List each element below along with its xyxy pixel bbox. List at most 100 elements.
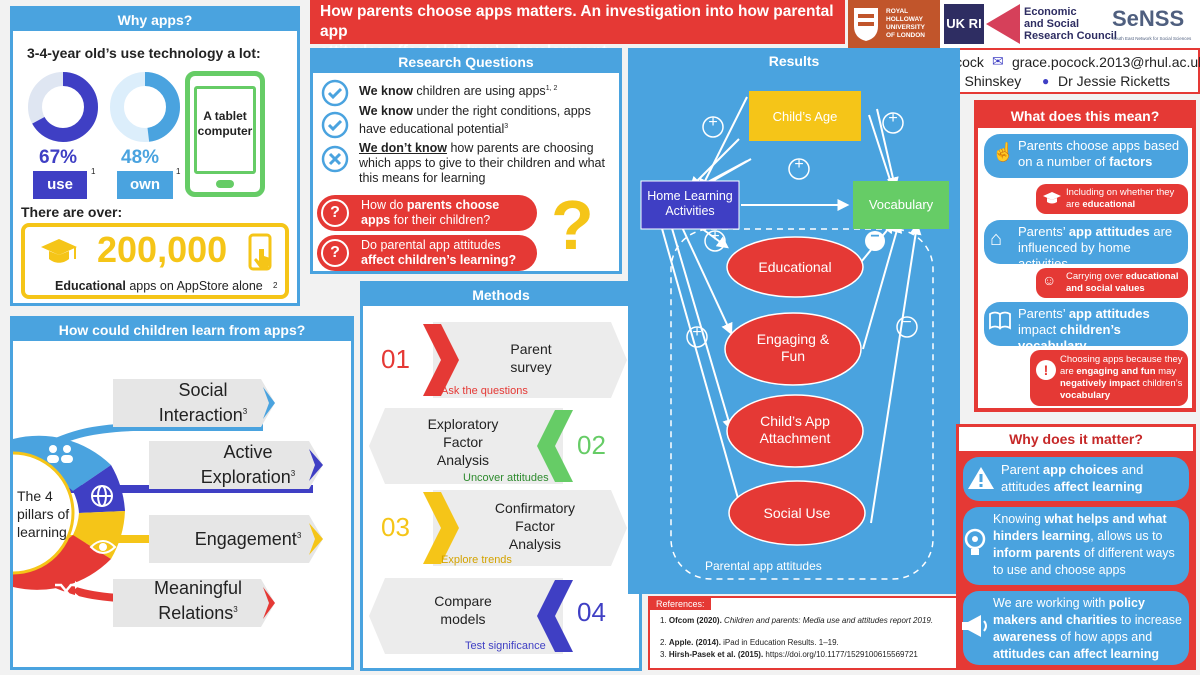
methods-chevrons: [369, 322, 627, 654]
pillar-social-interaction: Social Interaction3: [158, 380, 248, 425]
eye-icon: [89, 540, 117, 554]
reference-3: 3. Hirsh-Pasek et al. (2015). https://do…: [660, 650, 918, 659]
minus-sign: −: [870, 228, 880, 245]
node-educational: Educational: [758, 259, 832, 275]
meaning-block-2: Parents’ app attitudes are influenced by…: [984, 220, 1188, 271]
step-03-number: 03: [381, 512, 410, 542]
step-02-label: Exploratory Factor Analysis: [427, 416, 499, 468]
use-label: use: [33, 171, 87, 199]
matter-title: Why does it matter?: [959, 427, 1193, 451]
apps-count: 200,000: [97, 229, 228, 270]
apps-caption: Educational apps on AppStore alone: [55, 279, 263, 293]
own-label: own: [117, 171, 173, 199]
node-app-attachment: Child’s App Attachment: [759, 413, 831, 446]
rq-item-3: We don’t know how parents are choosing w…: [359, 141, 605, 185]
research-questions-panel: Research Questions We know children are …: [310, 48, 622, 274]
matter-panel: Why does it matter? Parent app choices a…: [956, 424, 1196, 670]
senss-logo: SeNSS: [1112, 6, 1185, 31]
home-icon: ⌂: [990, 228, 1003, 250]
author-ricketts: Dr Jessie Ricketts: [1058, 73, 1171, 89]
step-04-sub: Test significance: [465, 640, 546, 652]
plus-sign: +: [708, 114, 718, 131]
methods-title: Methods: [363, 284, 639, 306]
node-childs-age: Child’s Age: [772, 109, 838, 124]
step-02-sub: Uncover attitudes: [463, 472, 549, 484]
minus-sign: −: [902, 314, 912, 331]
tap-phone-icon: [248, 233, 272, 271]
use-percent: 67%: [39, 147, 78, 168]
email-icon: ✉: [992, 53, 1004, 69]
matter-block-3: We are working with policy makers and ch…: [963, 591, 1189, 665]
meaning-sub-2: Carrying over educational and social val…: [1036, 268, 1188, 298]
parental-attitudes-label: Parental app attitudes: [705, 559, 822, 573]
plus-sign: +: [710, 228, 720, 245]
pillars-center-label: The 4 pillars of learning: [17, 488, 70, 540]
check-circle-icon: [321, 79, 349, 107]
node-engaging-fun: Engaging & Fun: [756, 331, 830, 364]
author-email[interactable]: grace.pocock.2013@rhul.ac.uk: [1012, 54, 1200, 70]
check-circle-icon: [321, 111, 349, 139]
own-donut-icon: [110, 72, 180, 142]
step-04-number: 04: [577, 597, 606, 627]
pillar-meaningful-relations: Meaningful Relations3: [153, 578, 243, 623]
meaning-title: What does this mean?: [978, 104, 1192, 128]
ref-1a: 1: [91, 167, 96, 176]
meaning-block-1: Parents choose apps based on a number of…: [984, 134, 1188, 178]
people-icon: [47, 445, 73, 463]
meaning-sub-1: Including on whether they are educationa…: [1036, 184, 1188, 214]
globe-icon: [91, 485, 113, 507]
question-icon: ?: [321, 239, 349, 267]
poster-title-banner: How parents choose apps matters. An inve…: [310, 0, 845, 60]
step-01-label: Parent survey: [510, 341, 552, 375]
rq-item-2: We know under the right conditions, apps…: [359, 104, 591, 137]
meaning-block-3: Parents’ app attitudes impact children’s…: [984, 302, 1188, 353]
results-title: Results: [768, 53, 820, 69]
esrc-mark-icon: [986, 4, 1020, 44]
rq-item-1: We know children are using apps1, 2: [359, 84, 558, 99]
logo-strip: ROYAL HOLLOWAY UNIVERSITY OF LONDON UK R…: [848, 0, 1200, 48]
megaphone-icon: [962, 615, 987, 637]
why-apps-panel: Why apps? 3-4-year old’s use technology …: [10, 6, 300, 306]
esrc-logo-text: Economic and Social Research Council: [1024, 6, 1117, 42]
tablet-icon: [185, 71, 265, 197]
question-icon: ?: [321, 199, 349, 227]
exclamation-icon: !: [1036, 360, 1056, 380]
node-social-use: Social Use: [763, 505, 831, 521]
results-panel: Results + + + + −: [628, 48, 960, 594]
big-question-mark-icon: ?: [551, 186, 594, 264]
plus-sign: +: [888, 110, 898, 127]
meaning-panel: What does this mean? Parents choose apps…: [974, 100, 1196, 412]
cross-circle-icon: [321, 145, 349, 173]
ukri-logo: UK RI: [944, 4, 984, 44]
node-home-learning: Home Learning Activities: [647, 189, 733, 218]
people-icon: ☺: [1042, 272, 1057, 288]
reference-1: 1. Ofcom (2020). Children and parents: M…: [660, 616, 934, 625]
pillar-engagement: Engagement3: [194, 529, 302, 549]
why-apps-title: Why apps?: [13, 9, 297, 31]
reference-2: 2. Apple. (2014). iPad in Education Resu…: [660, 638, 839, 647]
plus-sign: +: [692, 324, 702, 341]
book-icon: [989, 311, 1011, 330]
references-box: References: 1. Ofcom (2020). Children an…: [648, 596, 960, 670]
tap-hand-icon: ☝: [992, 142, 1015, 162]
question-2-box: Do parental app attitudes affect childre…: [317, 235, 537, 271]
tablet-label: A tablet computer: [197, 109, 253, 138]
apps-count-box: 200,000 Educational apps on AppStore alo…: [21, 223, 289, 299]
question-1-box: How do parents choose apps for their chi…: [317, 195, 537, 231]
ref-2: 2: [273, 281, 278, 290]
title-line-1: How parents choose apps matters. An inve…: [320, 3, 834, 40]
over-text: There are over:: [21, 204, 123, 220]
learn-title: How could children learn from apps?: [13, 319, 351, 341]
meaning-sub-3: Choosing apps because they are engaging …: [1030, 350, 1188, 406]
lightbulb-gear-icon: [964, 528, 986, 555]
crest-icon: [854, 8, 878, 41]
graduation-cap-icon: [1043, 192, 1061, 204]
learn-panel: How could children learn from apps? The …: [10, 316, 354, 670]
plus-sign: +: [794, 156, 804, 173]
warning-icon: [968, 467, 994, 489]
step-01-sub: Ask the questions: [441, 385, 528, 397]
caption-rest: apps on AppStore alone: [125, 279, 263, 293]
methods-panel: Methods 01 Parent survey Ask the questio…: [360, 281, 642, 671]
research-title: Research Questions: [313, 51, 619, 73]
graduation-cap-icon: [41, 239, 77, 263]
